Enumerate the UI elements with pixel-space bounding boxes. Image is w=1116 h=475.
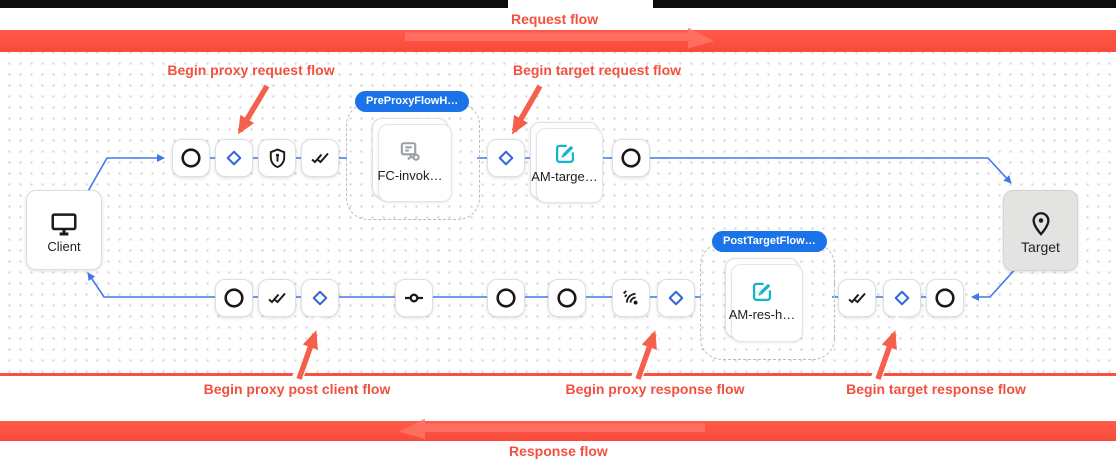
circle-icon [179,146,203,170]
post-target-flowhook-badge[interactable]: PostTargetFlow… [712,231,827,252]
double-check-icon [845,286,869,310]
flow-callout-icon [396,138,424,166]
edit-icon [552,141,578,167]
diamond-icon [666,288,686,308]
diamond-step-node[interactable] [487,139,525,177]
double-check-icon [265,286,289,310]
canvas-bottom-red-line [0,373,1116,376]
circle-icon [555,286,579,310]
circle-icon [494,286,518,310]
monitor-icon [49,211,79,237]
fc-invoke-label: FC-invok… [377,167,443,183]
signal-waves-icon [620,287,642,309]
circle-step-node[interactable] [612,139,650,177]
circle-step-node[interactable] [926,279,964,317]
response-flow-label: Response flow [509,443,608,459]
request-flow-label: Request flow [511,11,599,27]
shield-step-node[interactable] [258,139,296,177]
double-check-icon [308,146,332,170]
target-node-label: Target [1021,239,1060,255]
client-node[interactable]: Client [26,190,102,270]
diamond-step-node[interactable] [301,279,339,317]
am-target-label: AM-targe… [531,169,598,184]
flow-canvas [0,52,1116,373]
diamond-step-node[interactable] [883,279,921,317]
diamond-icon [310,288,330,308]
circle-step-node[interactable] [215,279,253,317]
am-target-policy-node[interactable]: AM-targe… [530,122,603,203]
am-res-policy-node[interactable]: AM-res-h… [725,258,803,342]
top-black-bar-left [0,0,508,8]
diamond-icon [496,148,516,168]
diamond-step-node[interactable] [657,279,695,317]
edit-icon [749,279,775,305]
commit-step-node[interactable] [395,279,433,317]
am-res-label: AM-res-h… [728,306,796,322]
begin-proxy-post-client-label: Begin proxy post client flow [203,381,391,397]
double-check-step-node[interactable] [258,279,296,317]
pre-proxy-flowhook-badge[interactable]: PreProxyFlowH… [355,91,470,112]
diamond-step-node[interactable] [215,139,253,177]
target-node[interactable]: Target [1003,190,1078,271]
diamond-icon [224,148,244,168]
signal-step-node[interactable] [612,279,650,317]
location-pin-icon [1027,210,1055,238]
fc-invoke-policy-node[interactable]: FC-invok… [372,118,452,202]
begin-proxy-request-label: Begin proxy request flow [167,62,335,78]
shield-icon [266,147,289,170]
circle-step-node[interactable] [548,279,586,317]
circle-icon [933,286,957,310]
begin-proxy-response-label: Begin proxy response flow [565,381,745,397]
client-node-label: Client [47,238,81,254]
circle-step-node[interactable] [487,279,525,317]
double-check-step-node[interactable] [301,139,339,177]
diamond-icon [892,288,912,308]
circle-step-node[interactable] [172,139,210,177]
double-check-step-node[interactable] [838,279,876,317]
circle-icon [619,146,643,170]
begin-target-response-label: Begin target response flow [846,381,1026,397]
commit-icon [402,286,426,310]
begin-target-request-label: Begin target request flow [512,62,682,78]
circle-icon [222,286,246,310]
top-black-bar-right [653,0,1116,8]
